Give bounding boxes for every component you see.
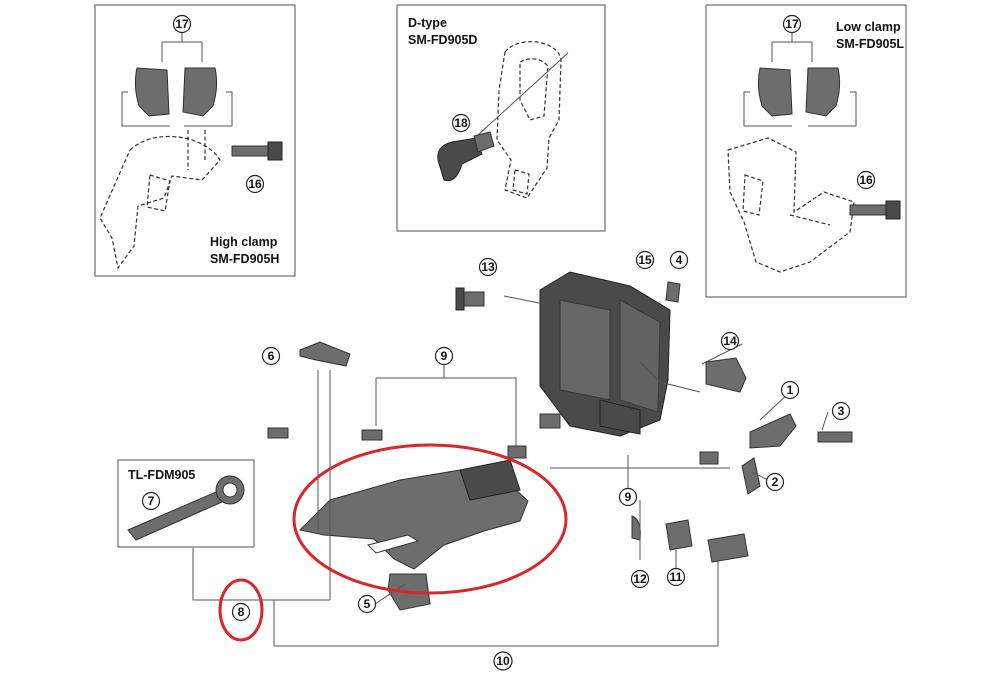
callout-6: 6: [261, 346, 281, 366]
motor-unit: [539, 271, 671, 437]
svg-text:17: 17: [175, 17, 189, 31]
svg-text:12: 12: [633, 572, 647, 586]
svg-text:17: 17: [785, 17, 799, 31]
svg-text:6: 6: [268, 349, 275, 363]
svg-text:9: 9: [441, 349, 448, 363]
callout-13: 13: [478, 257, 498, 277]
highlight-chain-guide: [292, 443, 568, 595]
bolt-9c: [539, 413, 561, 429]
chain-guide-cage: [298, 459, 529, 570]
svg-text:8: 8: [238, 605, 245, 619]
d-type-label: D-type: [408, 16, 447, 30]
spring-12: [631, 515, 641, 541]
svg-text:11: 11: [670, 570, 683, 584]
tool-label: TL-FDM905: [128, 468, 195, 482]
svg-text:18: 18: [454, 116, 468, 130]
low-clamp-inset: [705, 4, 907, 298]
bolt-3: [817, 431, 853, 443]
callout-2: 2: [765, 472, 785, 492]
low-clamp-drawing: [727, 32, 901, 273]
part-14: [705, 357, 747, 393]
tool-drawing: [127, 475, 245, 541]
callout-11: 11: [666, 567, 686, 587]
callout-17-high: 17: [172, 14, 192, 34]
callout-7: 7: [141, 491, 161, 511]
d-type-model: SM-FD905D: [408, 33, 477, 47]
svg-text:2: 2: [772, 475, 779, 489]
svg-text:3: 3: [838, 404, 845, 418]
low-clamp-label: Low clamp: [836, 20, 901, 34]
bolt-9d: [699, 451, 719, 465]
low-clamp-model: SM-FD905L: [836, 37, 904, 51]
bolt-9b: [507, 445, 527, 459]
highlight-part-8: [218, 578, 264, 642]
svg-text:13: 13: [481, 260, 495, 274]
bushing-11: [665, 519, 693, 551]
svg-text:7: 7: [148, 494, 155, 508]
callout-14: 14: [720, 331, 740, 351]
callout-9-bottom: 9: [618, 487, 638, 507]
d-type-drawing: [437, 41, 569, 199]
callout-18: 18: [451, 113, 471, 133]
part-6: [299, 341, 351, 367]
svg-text:14: 14: [723, 334, 737, 348]
callout-9-top: 9: [434, 346, 454, 366]
callout-15: 15: [635, 250, 655, 270]
high-clamp-label: High clamp: [210, 235, 278, 249]
callout-3: 3: [831, 401, 851, 421]
callout-16-high: 16: [245, 174, 265, 194]
callout-12: 12: [630, 569, 650, 589]
callout-10: 10: [493, 651, 513, 671]
svg-text:5: 5: [364, 597, 371, 611]
svg-text:16: 16: [248, 177, 262, 191]
bolt-left: [267, 427, 289, 439]
callout-5: 5: [357, 594, 377, 614]
callout-8: 8: [231, 602, 251, 622]
callout-4: 4: [669, 250, 689, 270]
d-type-inset: [396, 4, 606, 232]
bolt-9a: [361, 429, 383, 441]
svg-text:10: 10: [496, 654, 510, 668]
part-1: [749, 413, 797, 449]
svg-text:15: 15: [638, 253, 652, 267]
callout-17-low: 17: [782, 14, 802, 34]
callout-16-low: 16: [856, 170, 876, 190]
high-clamp-drawing: [99, 32, 283, 270]
svg-text:1: 1: [787, 383, 794, 397]
callout-1: 1: [780, 380, 800, 400]
pin-10: [707, 533, 749, 563]
high-clamp-model: SM-FD905H: [210, 252, 279, 266]
part-4: [665, 281, 681, 303]
svg-text:16: 16: [859, 173, 873, 187]
svg-text:9: 9: [625, 490, 632, 504]
part-2: [741, 457, 761, 495]
svg-text:4: 4: [676, 253, 683, 267]
